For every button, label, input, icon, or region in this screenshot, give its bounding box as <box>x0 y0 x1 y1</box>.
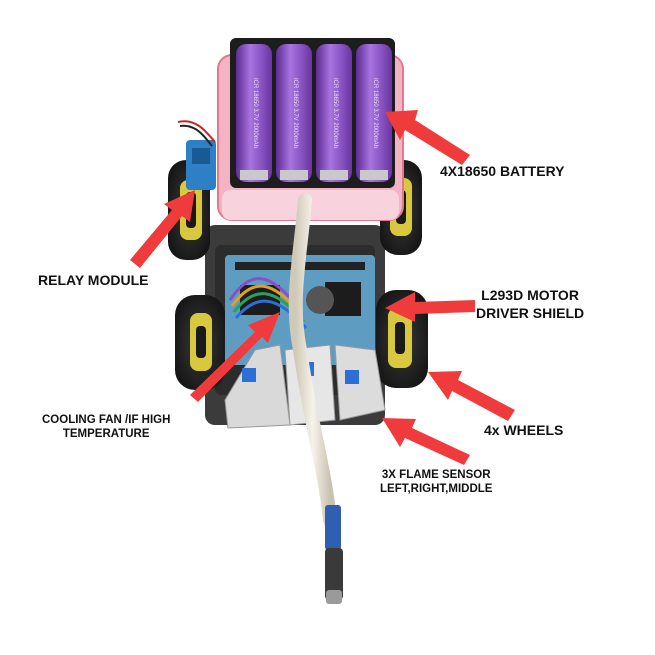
battery-cell-print: ICR 18650 3.7V 2000mAh <box>332 78 338 148</box>
battery-cell-terminal <box>320 170 348 180</box>
battery-cell <box>276 44 312 182</box>
motor-driver-label: L293D MOTOR DRIVER SHIELD <box>476 287 584 322</box>
flame-sensor-label-line2: LEFT,RIGHT,MIDDLE <box>380 483 493 496</box>
arrow-wheels <box>428 371 515 421</box>
battery-cell-terminal <box>240 170 268 180</box>
battery-cell-print: ICR 18650 3.7V 2000mAh <box>292 78 298 148</box>
arrow-motor-driver <box>385 292 475 322</box>
battery-cell-terminal <box>280 170 308 180</box>
relay-label: RELAY MODULE <box>38 272 149 288</box>
battery-cell-print: ICR 18650 3.7V 2000mAh <box>252 78 258 148</box>
battery-cell <box>316 44 352 182</box>
motor-driver-label-line1: L293D MOTOR <box>481 287 579 303</box>
battery-cell <box>356 44 392 182</box>
arrow-cooling-fan <box>190 312 280 402</box>
battery-label: 4X18650 BATTERY <box>440 163 565 179</box>
arrow-relay <box>130 190 195 268</box>
battery-cell-print: ICR 18650 3.7V 2000mAh <box>372 78 378 148</box>
relay-module <box>177 120 216 190</box>
wheels-label: 4x WHEELS <box>484 422 564 438</box>
front-left-wheel <box>175 295 225 390</box>
battery-holder: ICR 18650 3.7V 2000mAh ICR 18650 3.7V 200… <box>230 38 395 188</box>
battery-cell-terminal <box>360 170 388 180</box>
arrow-battery <box>385 110 470 165</box>
cooling-fan-label-line1: COOLING FAN /IF HIGH <box>42 414 171 426</box>
cooling-fan-label: COOLING FAN /IF HIGH TEMPERATURE <box>42 413 170 442</box>
flame-sensor-label-line1: 3X FLAME SENSOR <box>381 469 491 481</box>
water-tube <box>288 193 343 604</box>
cooling-fan-label-line2: TEMPERATURE <box>62 428 150 441</box>
callout-arrows <box>130 110 515 465</box>
flame-sensor-label: 3X FLAME SENSOR LEFT,RIGHT,MIDDLE <box>380 468 492 497</box>
battery-cell <box>236 44 272 182</box>
motor-driver-label-line2: DRIVER SHIELD <box>476 304 585 321</box>
arrow-flame-sensor <box>382 418 470 465</box>
